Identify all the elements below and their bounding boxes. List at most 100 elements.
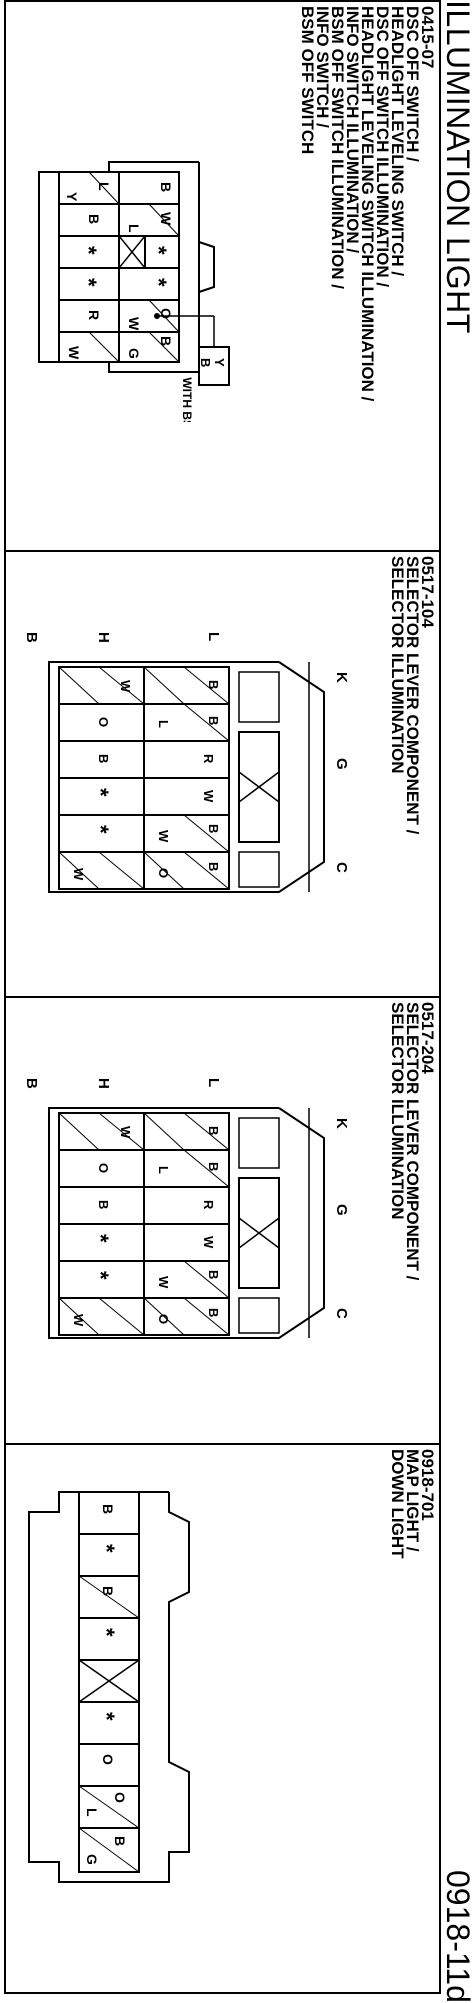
connector-0517-204-diagram: K G C B [23, 1078, 349, 1339]
connector-0517-104-caption: 0517-104 SELECTOR LEVER COMPONENT / SELE… [388, 556, 437, 835]
caption-line: MAP LIGHT / [403, 1449, 422, 1552]
pin-label: O [96, 717, 111, 727]
diagram-frame: 0415-07 DSC OFF SWITCH / HEADLIGHT LEVEL… [4, 0, 441, 1994]
pin-label: B [198, 358, 213, 367]
pin-label: O [156, 1314, 171, 1324]
pin-label: B [158, 182, 174, 192]
pin-label: L [126, 224, 142, 233]
pin-label: B [206, 824, 221, 833]
pin-label: W [71, 1314, 86, 1327]
page-title: ILLUMINATION LIGHT [440, 0, 475, 334]
pin-label: B [206, 716, 221, 725]
pin-label: B [100, 1586, 116, 1596]
pin-label: B [112, 1836, 128, 1846]
corner-label: G [333, 758, 349, 770]
pin-label: B [206, 680, 221, 689]
pin-label: * [88, 788, 113, 797]
pin-label: W [118, 680, 133, 693]
pin-label: B [100, 1504, 116, 1514]
connector-0415-07-caption: 0415-07 DSC OFF SWITCH / HEADLIGHT LEVEL… [298, 6, 437, 402]
caption-line: DOWN LIGHT [388, 1449, 407, 1559]
connector-0918-701-caption: 0918-701 MAP LIGHT / DOWN LIGHT [388, 1449, 437, 1559]
pin-label: L [156, 720, 171, 728]
connector-0415-07-diagram: Y B : WITH BSM B W L * * O W B G L Y B *… [38, 161, 230, 422]
pin-label: G [84, 1854, 100, 1865]
panel-divider [6, 550, 439, 552]
pin-label: W [71, 868, 86, 881]
pin-label: * [146, 246, 171, 255]
pin-label: R [201, 754, 216, 764]
pin-label: B [206, 1162, 221, 1171]
connector-0517-104-diagram: K G C [23, 632, 349, 893]
pin-label: * [94, 1628, 119, 1637]
pin-label: W [156, 1276, 171, 1289]
connector-code: 0517-204 [418, 1002, 437, 1074]
pin-label: Y [64, 192, 80, 202]
caption-line: DSC OFF SWITCH ILLUMINATION / [373, 6, 392, 288]
pin-label: * [88, 825, 113, 834]
pin-label: * [76, 278, 101, 287]
pin-label: B [158, 336, 174, 346]
pin-label: * [146, 278, 171, 287]
option-note: : WITH BSM [180, 370, 194, 422]
pin-label: W [126, 317, 142, 331]
pin-label: O [156, 868, 171, 878]
corner-label: H [95, 1078, 112, 1089]
corner-label: G [333, 1204, 349, 1216]
pin-label: B [96, 754, 111, 763]
pin-label: R [201, 1200, 216, 1210]
caption-line: SELECTOR LEVER COMPONENT / [403, 556, 422, 835]
corner-label: L [205, 1078, 222, 1087]
pin-label: B [206, 1308, 221, 1317]
pin-label: B [206, 1126, 221, 1135]
corner-label: K [333, 1118, 349, 1129]
pin-label: B [206, 862, 221, 871]
pin-label: W [201, 1236, 216, 1249]
pin-label: * [76, 246, 101, 255]
corner-label: B [23, 632, 40, 643]
pin-label: W [158, 212, 174, 226]
pin-label: B [86, 214, 102, 224]
corner-label: B [23, 1078, 40, 1089]
pin-label: L [156, 1166, 171, 1174]
pin-label: * [88, 1234, 113, 1243]
corner-label: C [333, 1308, 349, 1319]
corner-label: H [95, 632, 112, 643]
caption-line: HEADLIGHT LEVELING SWITCH / [388, 6, 407, 277]
caption-line: BSM OFF SWITCH ILLUMINATION / [328, 6, 347, 289]
connector-0918-701-diagram: B * B * * O O L B G [28, 1491, 190, 1883]
pin-label: O [96, 1163, 111, 1173]
pin-label: R [86, 310, 102, 320]
panel-divider [6, 1443, 439, 1445]
pin-label: W [201, 790, 216, 803]
pin-label: O [112, 1792, 128, 1803]
caption-line: DSC OFF SWITCH / [403, 6, 422, 162]
panel-divider [6, 996, 439, 998]
connector-code: 0415-07 [418, 6, 437, 69]
page-number: 0918-11d [440, 1870, 475, 2003]
caption-line: SELECTOR LEVER COMPONENT / [403, 1002, 422, 1281]
pin-label: O [158, 308, 174, 319]
pin-label: O [100, 1754, 116, 1765]
pin-label: * [88, 1271, 113, 1280]
pin-label: L [84, 1808, 100, 1817]
pin-label: W [156, 830, 171, 843]
corner-label: L [205, 632, 222, 641]
corner-label: K [333, 672, 349, 683]
pin-label: W [118, 1126, 133, 1139]
pin-label: W [66, 346, 82, 360]
pin-label: * [94, 1712, 119, 1721]
connector-code: 0918-701 [418, 1449, 437, 1521]
pin-label: B [206, 1270, 221, 1279]
pin-label: * [94, 1544, 119, 1553]
pin-label: G [126, 348, 142, 359]
corner-label: C [333, 862, 349, 873]
caption-line: HEADLIGHT LEVELING SWITCH ILLUMINATION / [358, 6, 377, 402]
pin-label: B [96, 1200, 111, 1209]
pin-label: L [96, 182, 112, 191]
caption-line: BSM OFF SWITCH [298, 6, 317, 155]
pin-label: Y [212, 358, 227, 367]
connector-code: 0517-104 [418, 556, 437, 628]
connector-0517-204-caption: 0517-204 SELECTOR LEVER COMPONENT / SELE… [388, 1002, 437, 1281]
